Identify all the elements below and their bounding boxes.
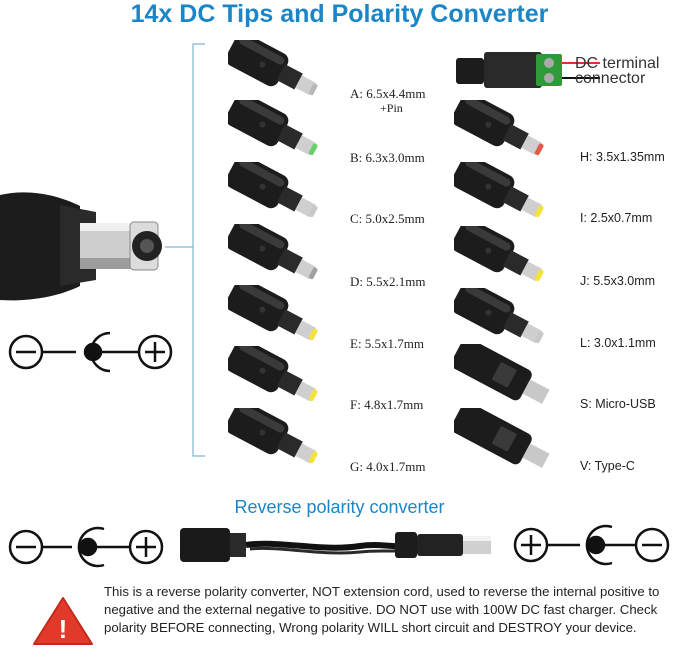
tip-label-left-0: A: 6.5x4.4mm	[350, 86, 426, 101]
tip-sublabel-left-0: +Pin	[380, 101, 403, 115]
tip-label-left-6: G: 4.0x1.7mm	[350, 459, 426, 474]
tip-image-right-4	[454, 344, 550, 404]
dc-terminal-label: DC terminal connector	[575, 55, 660, 87]
polarity-symbol-bottom-right	[513, 524, 670, 566]
tip-label-right-5: V: Type-C	[580, 459, 635, 473]
warning-icon-symbol: !	[59, 614, 68, 644]
tip-image-right-2	[454, 226, 544, 282]
tip-label-right-0: H: 3.5x1.35mm	[580, 150, 665, 164]
tip-label-left-5: F: 4.8x1.7mm	[350, 397, 424, 412]
tip-label-right-4: S: Micro-USB	[580, 397, 656, 411]
dc-terminal-label-line1: DC terminal	[575, 55, 660, 72]
tip-image-left-0	[228, 40, 318, 96]
tip-label-left-3: D: 5.5x2.1mm	[350, 274, 426, 289]
page-title: 14x DC Tips and Polarity Converter	[130, 0, 549, 28]
tip-image-left-5	[228, 346, 318, 402]
warning-text: This is a reverse polarity converter, NO…	[104, 584, 660, 635]
reverse-polarity-cable-image	[180, 528, 491, 562]
tip-image-left-1	[228, 100, 318, 156]
polarity-symbol-bottom-left	[8, 526, 164, 568]
tip-label-left-2: C: 5.0x2.5mm	[350, 211, 425, 226]
tip-image-right-0	[454, 100, 544, 156]
tip-image-right-5	[454, 408, 550, 468]
main-plug-image	[0, 192, 162, 301]
tip-image-left-2	[228, 162, 318, 218]
tip-image-left-6	[228, 408, 318, 464]
warning-icon: !	[33, 597, 93, 645]
tip-label-right-1: I: 2.5x0.7mm	[580, 211, 653, 225]
tip-image-right-1	[454, 162, 544, 218]
tip-image-left-4	[228, 285, 318, 341]
tip-label-left-1: B: 6.3x3.0mm	[350, 150, 425, 165]
tip-image-right-3	[454, 288, 544, 344]
polarity-symbol-top	[8, 331, 173, 373]
reverse-polarity-title: Reverse polarity converter	[234, 497, 445, 517]
dc-terminal-connector-image	[456, 52, 600, 88]
tip-bracket	[192, 43, 205, 457]
tip-image-left-3	[228, 224, 318, 280]
dc-terminal-label-line2: connector	[575, 70, 646, 87]
tip-label-right-3: L: 3.0x1.1mm	[580, 336, 656, 350]
tip-label-left-4: E: 5.5x1.7mm	[350, 336, 425, 351]
tip-label-right-2: J: 5.5x3.0mm	[580, 274, 656, 288]
